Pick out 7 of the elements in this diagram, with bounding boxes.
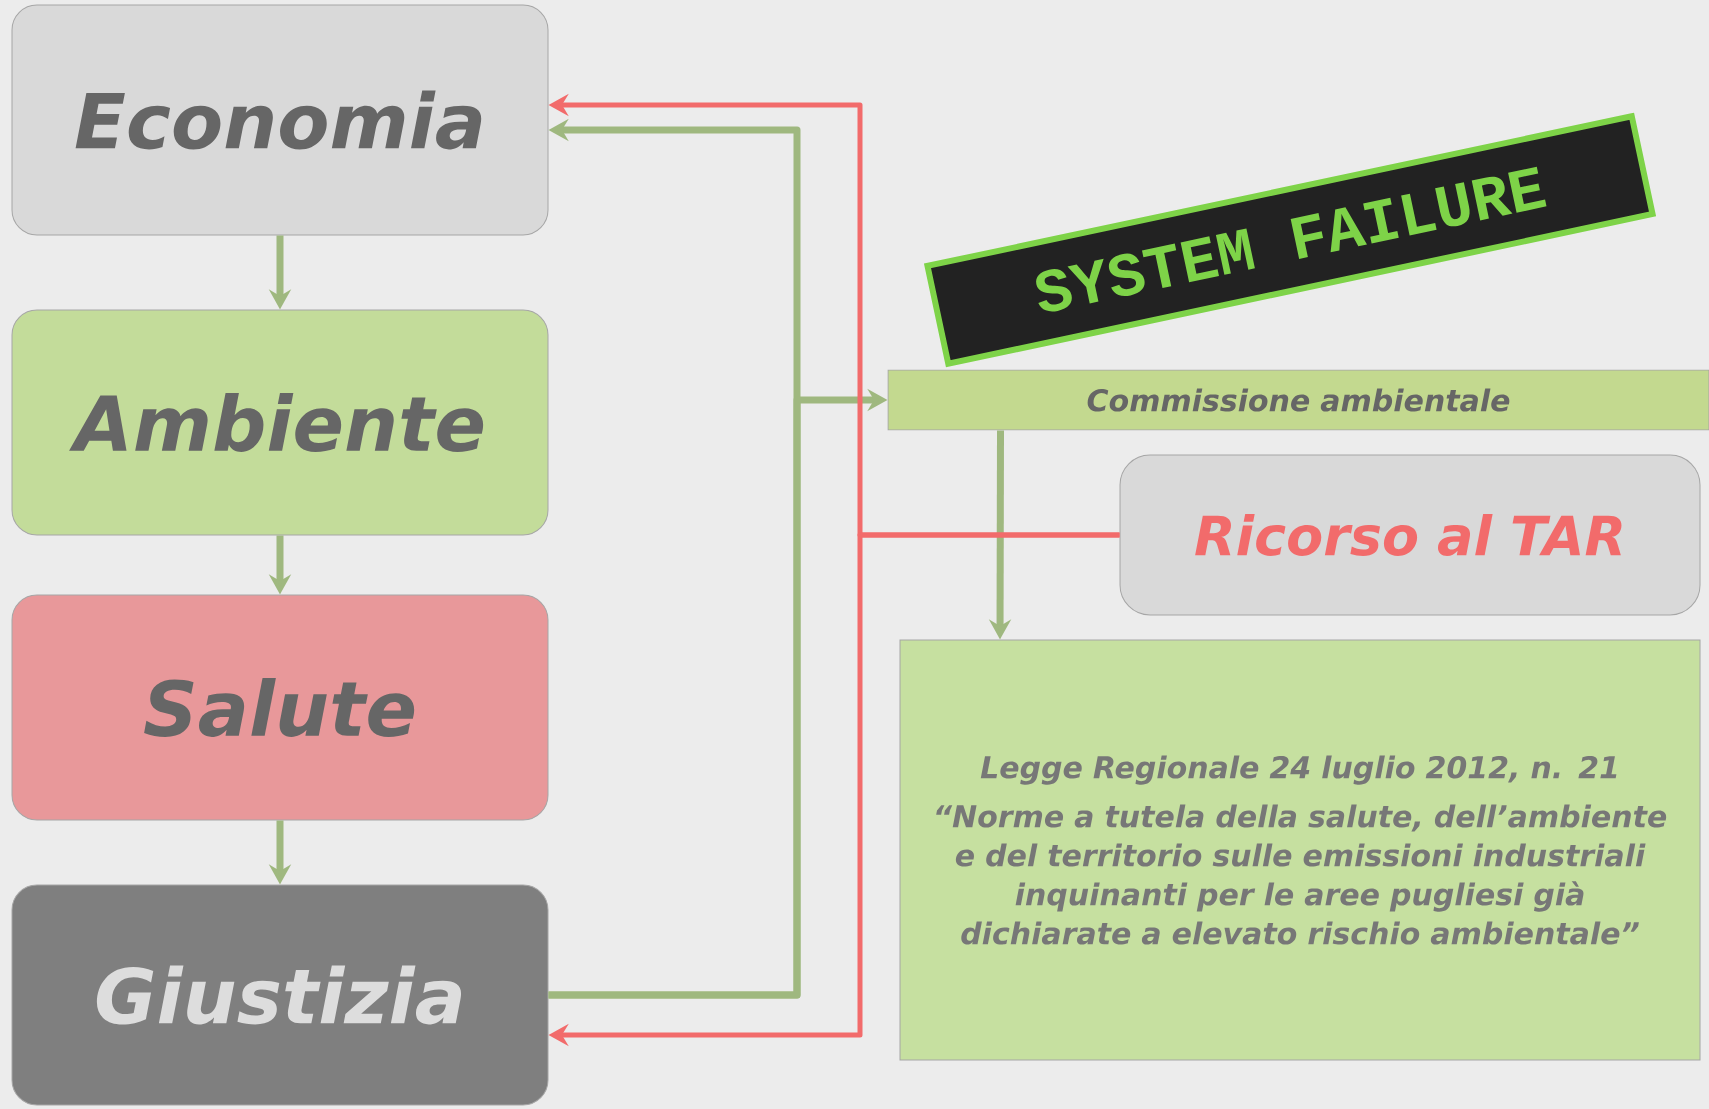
category-box: Giustizia (11, 884, 549, 1106)
category-box: Economia (11, 4, 549, 236)
appeal-box: Ricorso al TAR (1119, 454, 1701, 616)
category-box: Ambiente (11, 309, 549, 536)
category-box: Salute (11, 594, 549, 821)
commission-bar: Commissione ambientale (887, 369, 1709, 431)
law-box: Legge Regionale 24 luglio 2012, n. 21 “Norme a tutela della salute, dell’ambiente e del territorio sulle emissioni industriali inquinanti per le aree pugliesi già dichiarate a elevato rischio ambientale” (899, 639, 1701, 1061)
